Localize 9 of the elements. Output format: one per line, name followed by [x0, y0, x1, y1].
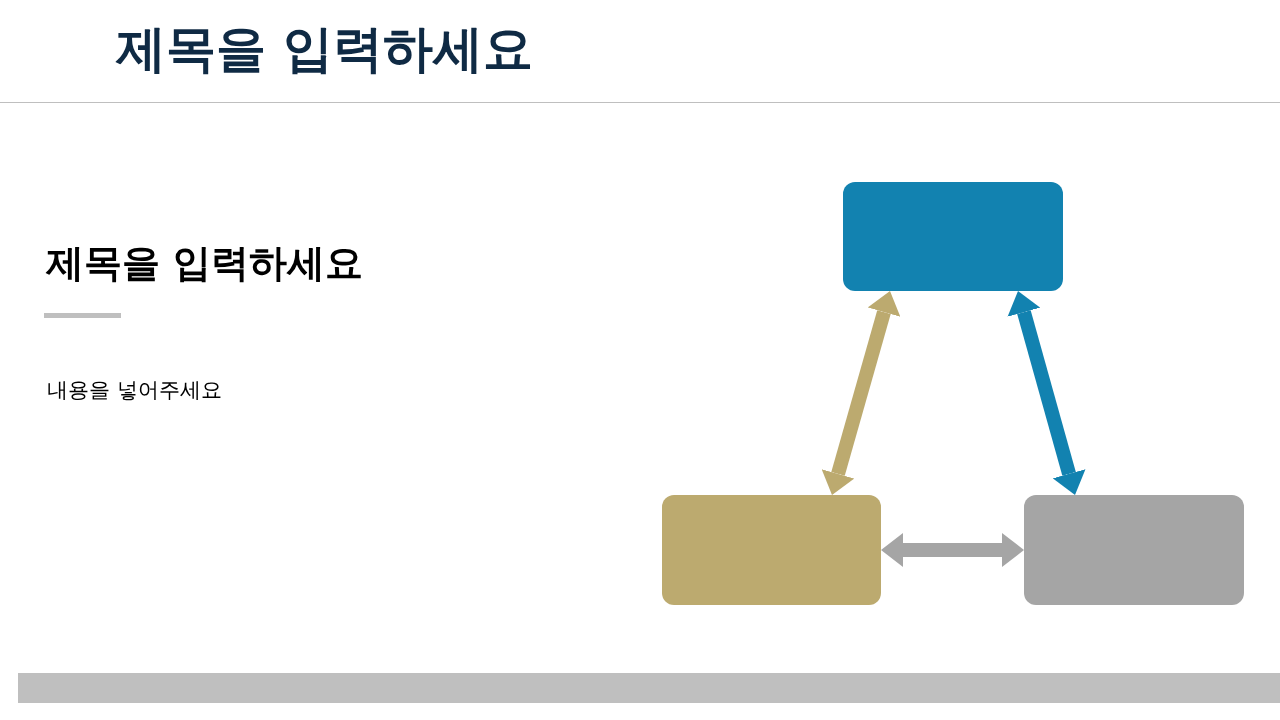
- title: 제목을 입력하세요: [116, 19, 534, 80]
- rounded-box: [1024, 495, 1244, 605]
- subtitle: 제목을 입력하세요: [46, 240, 364, 287]
- double-arrow: [1007, 291, 1086, 495]
- rounded-box: [662, 495, 881, 605]
- body-text: 내용을 넣어주세요: [47, 377, 222, 404]
- double-arrow: [821, 291, 901, 495]
- double-arrow: [881, 533, 1024, 567]
- rounded-box: [843, 182, 1063, 291]
